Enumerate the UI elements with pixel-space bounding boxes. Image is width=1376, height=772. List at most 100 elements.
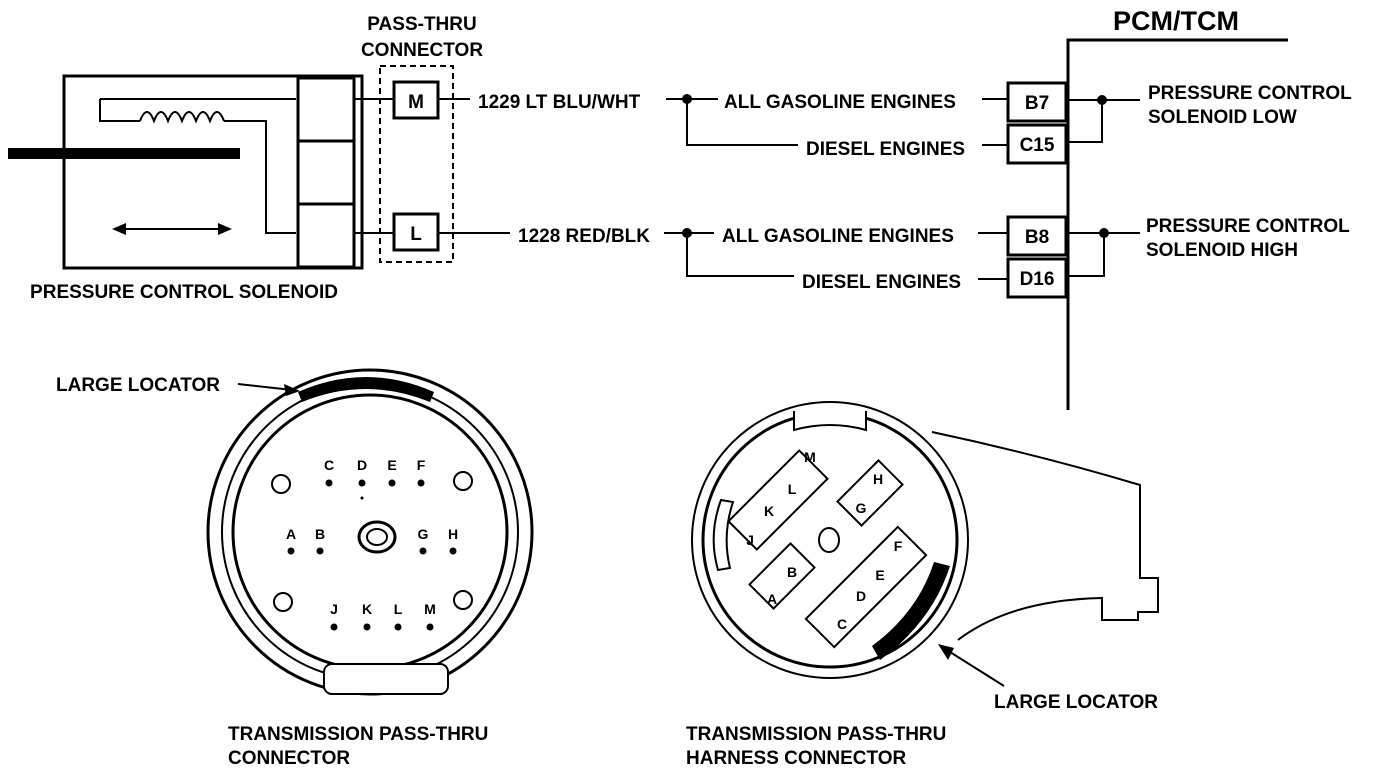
left-pin-m [426,623,434,631]
passthru-pin-l [392,212,440,252]
output-low-line1: PRESSURE CONTROL [1148,83,1352,104]
output-high-line1: PRESSURE CONTROL [1146,216,1350,237]
wire-internal-high-bridge [1068,233,1105,277]
harness-center-hole [818,527,840,553]
connector-guide-hole-bl [273,592,293,612]
pcm-tcm-title: PCM/TCM [1113,6,1239,36]
connector-guide-hole-br [453,590,473,610]
left-pin-b-label: B [315,526,325,542]
wire-diesel-branch-low [686,99,798,146]
left-pin-h-label: H [448,526,458,542]
pcm-pin-d16-label: D16 [1020,269,1055,290]
solenoid-terminal-1 [296,76,356,143]
solenoid-label: PRESSURE CONTROL SOLENOID [30,282,338,303]
connector-guide-hole-tl [271,474,291,494]
harness-connector-body [931,431,1159,641]
harness-pin-e-label: E [875,567,884,583]
passthru-pin-l-label: L [410,224,422,245]
gasoline-branch-low-label: ALL GASOLINE ENGINES [724,92,956,113]
harness-pin-m-label: M [804,449,816,465]
harness-pin-c-label: C [837,616,847,632]
harness-pin-j-label: J [746,532,754,548]
diesel-branch-low-label: DIESEL ENGINES [806,139,965,160]
output-low-line2: SOLENOID LOW [1148,107,1297,128]
wire-1229-label: 1229 LT BLU/WHT [478,92,641,113]
harness-pin-d-label: D [856,588,866,604]
harness-outer-ring [691,401,969,679]
solenoid-coil-icon [139,111,225,124]
harness-pin-k-label: K [764,503,774,519]
left-pin-l-label: L [394,601,403,617]
left-pin-m-label: M [424,601,436,617]
high-side-circuit: 1228 RED/BLK ALL GASOLINE ENGINES DIESEL… [354,215,1350,299]
left-pin-a [287,547,295,555]
connector-left-caption-line2: CONNECTOR [228,748,350,769]
harness-pin-g-label: G [856,500,867,516]
diesel-branch-high-label: DIESEL ENGINES [802,272,961,293]
left-pin-d-label: D [357,457,367,473]
left-pin-c [325,479,333,487]
large-locator-left-label: LARGE LOCATOR [56,375,220,396]
solenoid-plunger [8,148,240,159]
left-pin-g [419,547,427,555]
pcm-pin-b7 [1006,81,1068,123]
connector-center-post [357,520,397,554]
harness-pin-block-jklm [727,449,829,551]
connector-center-mark [360,496,364,500]
locator-right-arrow-icon [938,644,954,660]
transmission-passthru-connector: LARGE LOCATOR C D E F A B G H J K [56,368,534,769]
left-pin-h [449,547,457,555]
pcm-pin-b7-label: B7 [1025,93,1049,114]
coil-lead-left [99,99,140,122]
harness-pin-block-gh [836,459,904,527]
harness-pin-b-label: B [787,564,797,580]
harness-pin-block-ab [748,542,816,610]
harness-pin-block-cdef [804,525,928,649]
harness-pin-l-label: L [788,481,797,497]
left-pin-l [394,623,402,631]
gasoline-branch-high-label: ALL GASOLINE ENGINES [722,226,954,247]
passthru-pin-m [392,80,440,120]
connector-guide-hole-tr [453,471,473,491]
passthru-label-line1: PASS-THRU [367,14,476,35]
large-locator-right-label: LARGE LOCATOR [994,692,1158,713]
pcm-pin-c15 [1006,123,1068,165]
wire-internal-low-bridge [1068,100,1103,143]
harness-pin-a-label: A [767,591,777,607]
pcm-pin-c15-label: C15 [1020,135,1055,156]
left-pin-g-label: G [418,526,429,542]
left-pin-k-label: K [362,601,372,617]
left-pin-c-label: C [324,457,334,473]
left-pin-f [417,479,425,487]
left-pin-a-label: A [286,526,296,542]
left-pin-j-label: J [330,601,338,617]
passthru-outline [379,65,454,263]
connector-right-caption-line1: TRANSMISSION PASS-THRU [686,724,946,745]
left-pin-j [330,623,338,631]
connector-right-caption-line2: HARNESS CONNECTOR [686,748,907,769]
harness-large-locator-key [872,562,950,660]
pass-thru-connector: PASS-THRU CONNECTOR M L [361,14,483,263]
pcm-module-boundary [1066,38,1288,410]
solenoid-housing [62,74,364,270]
pcm-tcm-module: PCM/TCM [1066,6,1288,410]
output-high-line2: SOLENOID HIGH [1146,240,1298,261]
locator-left-leader [237,383,293,391]
passthru-label-line2: CONNECTOR [361,40,483,61]
left-pin-f-label: F [417,457,426,473]
left-pin-e-label: E [387,457,396,473]
connector-large-locator-key [298,377,434,402]
harness-pin-f-label: F [894,538,903,554]
connector-center-post-inner [366,528,388,546]
arrow-head-left-icon [112,223,126,235]
pcm-pin-d16 [1006,257,1068,299]
pcm-pin-b8 [1006,215,1068,257]
wire-1228-label: 1228 RED/BLK [518,226,650,247]
passthru-pin-m-label: M [408,92,424,113]
low-side-circuit: 1229 LT BLU/WHT ALL GASOLINE ENGINES DIE… [354,81,1352,165]
pcm-pin-b8-label: B8 [1025,227,1049,248]
pressure-control-solenoid: PRESSURE CONTROL SOLENOID [8,74,364,303]
solenoid-terminal-3 [296,202,356,269]
harness-top-notch [793,411,867,432]
